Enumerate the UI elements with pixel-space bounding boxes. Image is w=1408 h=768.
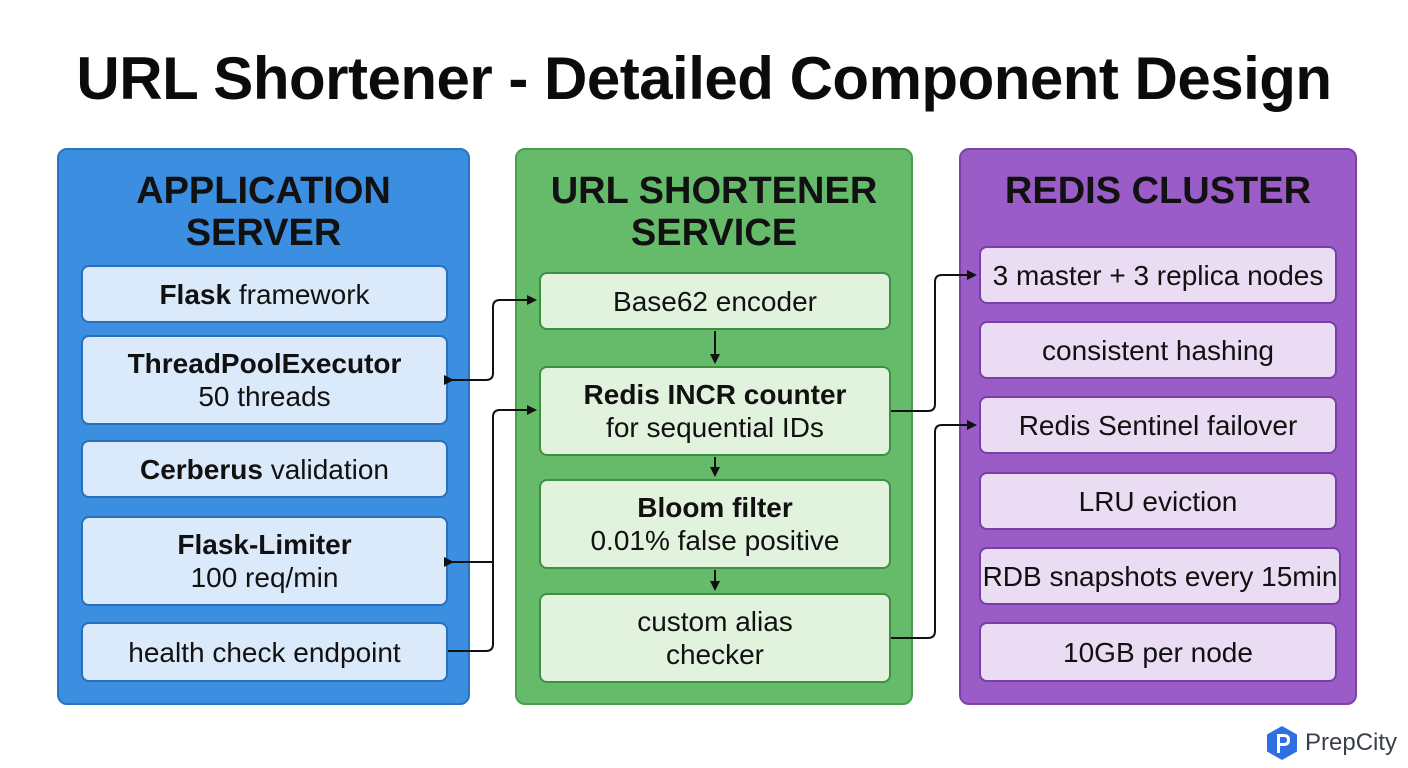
connector-health-redis-incr <box>448 405 537 652</box>
application-server-title-line2: SERVER <box>185 212 342 254</box>
cerberus-label: Cerberus <box>139 453 263 485</box>
rate-limit-label: 100 req/min <box>190 562 339 593</box>
lru-eviction-box: LRU eviction <box>979 472 1337 530</box>
sentinel-failover-box: Redis Sentinel failover <box>979 396 1337 454</box>
rdb-snapshots-label: RDB snapshots every 15min <box>982 560 1338 592</box>
validation-label: validation <box>262 453 390 485</box>
node-size-box: 10GB per node <box>979 622 1337 682</box>
redis-nodes-box: 3 master + 3 replica nodes <box>979 246 1337 304</box>
bloom-filter-box: Bloom filter 0.01% false positive <box>539 479 891 569</box>
connector-incr-to-redis-nodes <box>891 270 977 412</box>
service-title: URL SHORTENER SERVICE <box>517 170 911 254</box>
brand: PrepCity <box>1265 725 1397 761</box>
application-server-panel: APPLICATION SERVER <box>57 148 470 705</box>
node-size-label: 10GB per node <box>1063 636 1253 668</box>
flask-limiter-label: Flask-Limiter <box>177 529 352 560</box>
redis-nodes-label: 3 master + 3 replica nodes <box>992 259 1324 291</box>
consistent-hashing-label: consistent hashing <box>1042 334 1274 366</box>
application-server-title: APPLICATION SERVER <box>59 170 468 254</box>
false-positive-label: 0.01% false positive <box>590 525 840 556</box>
checker-label: checker <box>665 639 765 670</box>
framework-label: framework <box>231 278 370 310</box>
diagram-title: URL Shortener - Detailed Component Desig… <box>76 45 1332 112</box>
flask-limiter-box: Flask-Limiter 100 req/min <box>81 516 448 606</box>
custom-alias-checker-box: custom alias checker <box>539 593 891 683</box>
base62-encoder-box: Base62 encoder <box>539 272 891 330</box>
rdb-snapshots-box: RDB snapshots every 15min <box>979 547 1341 605</box>
threadpool-label: ThreadPoolExecutor <box>127 348 402 379</box>
sentinel-failover-label: Redis Sentinel failover <box>1018 409 1298 441</box>
health-check-label: health check endpoint <box>128 636 401 668</box>
bloom-filter-label: Bloom filter <box>637 492 793 523</box>
service-title-line1: URL SHORTENER <box>550 170 878 212</box>
application-server-title-line1: APPLICATION <box>136 170 391 212</box>
health-check-box: health check endpoint <box>81 622 448 682</box>
flask-framework-box: Flask framework <box>81 265 448 323</box>
prepcity-logo-icon <box>1267 726 1297 760</box>
custom-alias-label: custom alias <box>637 606 793 637</box>
redis-incr-counter-box: Redis INCR counter for sequential IDs <box>539 366 891 456</box>
cerberus-validation-box: Cerberus validation <box>81 440 448 498</box>
flask-label: Flask <box>159 278 232 310</box>
sequential-ids-label: for sequential IDs <box>606 412 824 443</box>
service-title-line2: SERVICE <box>630 212 798 254</box>
redis-incr-label: Redis INCR counter <box>583 379 847 410</box>
lru-eviction-label: LRU eviction <box>1078 485 1238 517</box>
base62-encoder-label: Base62 encoder <box>613 285 817 317</box>
brand-name: PrepCity <box>1305 729 1398 756</box>
redis-cluster-title: REDIS CLUSTER <box>1004 170 1312 212</box>
connector-threadpool-base62 <box>444 295 537 385</box>
consistent-hashing-box: consistent hashing <box>979 321 1337 379</box>
threads-label: 50 threads <box>198 381 331 412</box>
connector-alias-to-sentinel <box>891 420 977 639</box>
threadpool-box: ThreadPoolExecutor 50 threads <box>81 335 448 425</box>
